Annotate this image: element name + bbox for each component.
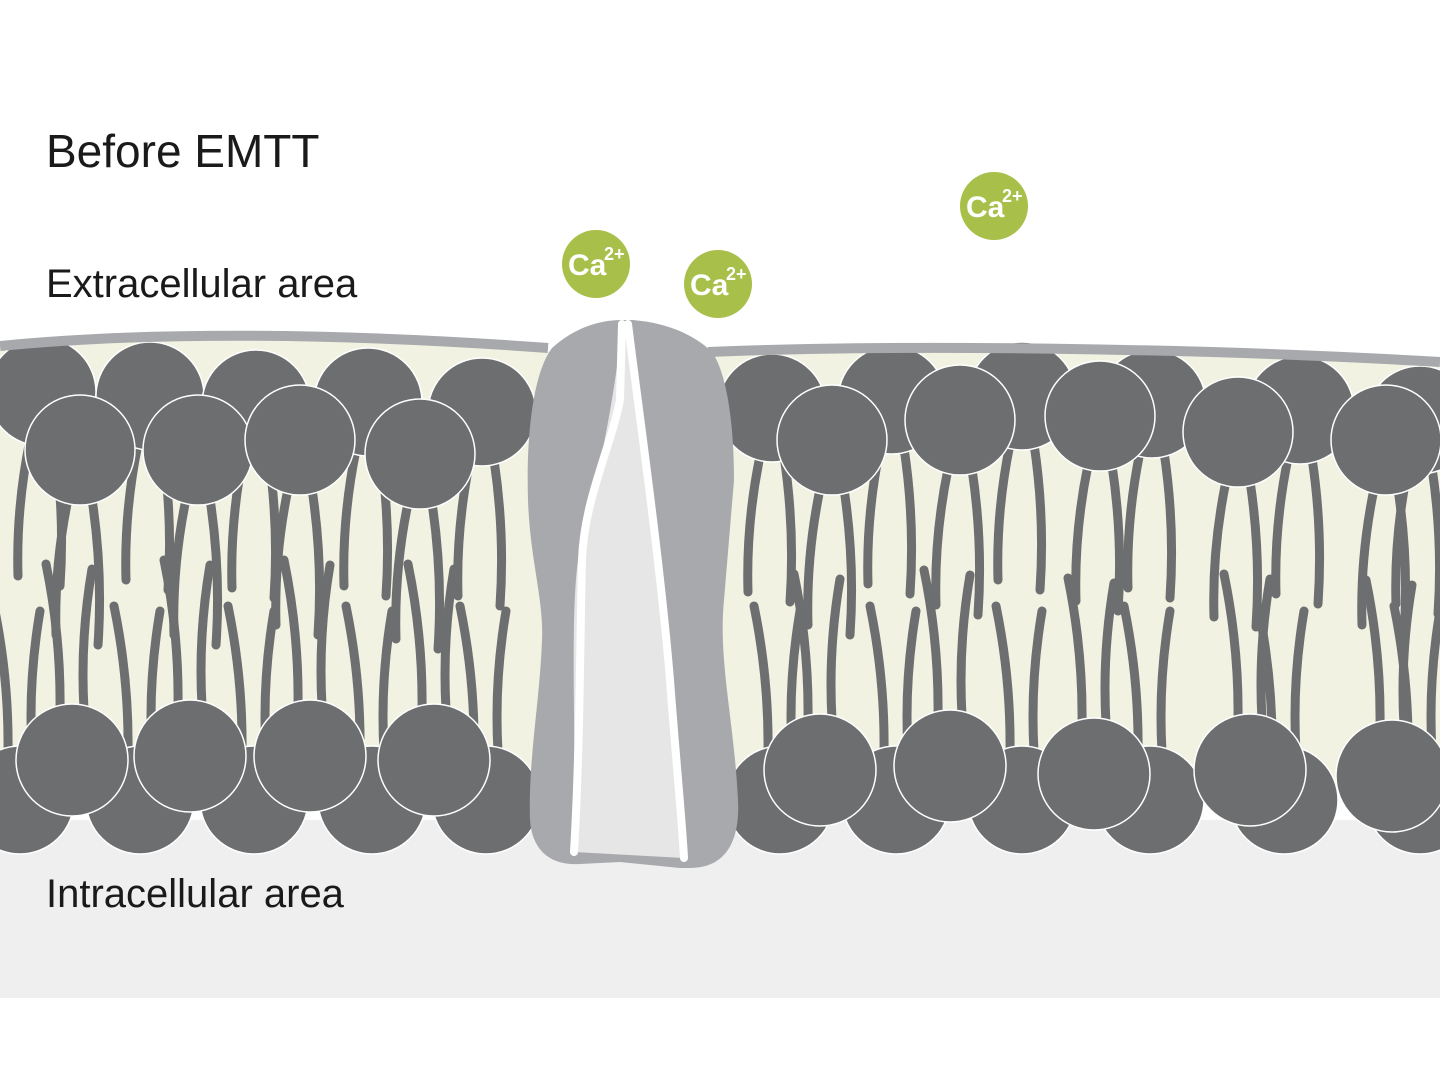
- lipid-tail: [1398, 580, 1417, 731]
- lipid-tail: [109, 601, 133, 757]
- lipid-tail: [1119, 601, 1143, 757]
- lipid-tail: [1123, 447, 1145, 593]
- ion-charge: 2+: [726, 264, 747, 284]
- lipid-tail: [826, 574, 845, 725]
- extracellular-label: Extracellular area: [46, 262, 358, 306]
- lipid-tail: [991, 601, 1015, 757]
- channel-edge-left: [570, 320, 626, 856]
- lipid-head: [904, 364, 1016, 476]
- lipid-tail: [492, 606, 511, 757]
- lipid-tail: [78, 564, 97, 715]
- lipid-tail: [1028, 606, 1047, 757]
- lipid-head: [133, 699, 247, 813]
- lipid-head: [1330, 384, 1440, 496]
- lipid-tail: [205, 494, 223, 650]
- lipid-head: [1335, 719, 1440, 833]
- lipid-tail: [956, 570, 975, 721]
- lipid-tail: [899, 443, 917, 599]
- lipid-tail: [159, 555, 183, 711]
- membrane-surface-line-left: [0, 330, 549, 353]
- calcium-ion: Ca2+: [960, 172, 1028, 240]
- calcium-ions: Ca2+Ca2+Ca2+: [562, 172, 1028, 318]
- lipid-tail: [919, 565, 943, 721]
- lipid-tail: [779, 451, 797, 607]
- lipid-tail: [41, 559, 65, 715]
- lipid-tail: [749, 601, 773, 757]
- lipid-head: [364, 398, 476, 510]
- lipid-tail: [1100, 578, 1119, 729]
- lipid-tail: [391, 498, 413, 644]
- lipid-head: [1037, 717, 1151, 831]
- lipid-tail: [279, 555, 303, 711]
- lipid-tail: [743, 451, 765, 597]
- lipid-head: [253, 699, 367, 813]
- lipid-tail: [1256, 574, 1275, 725]
- lipid-head: [244, 384, 356, 496]
- lipid-head: [893, 709, 1007, 823]
- lipid-tail: [1071, 460, 1093, 606]
- lipid-tail: [931, 464, 953, 610]
- membrane-surface-line-right: [707, 342, 1440, 367]
- ion-channel: [527, 320, 739, 868]
- ion-circle: [960, 172, 1028, 240]
- lipid-tail: [427, 498, 445, 654]
- ion-symbol: Ca: [690, 269, 729, 302]
- lipid-head: [377, 703, 491, 817]
- lipid-tail: [196, 560, 215, 711]
- lipid-tail: [1357, 484, 1379, 630]
- lipid-tail: [1063, 573, 1087, 729]
- lipid-tail: [1156, 606, 1175, 757]
- lipid-tail: [1159, 447, 1177, 603]
- ion-circle: [684, 250, 752, 318]
- lipid-tail: [993, 439, 1015, 585]
- lipid-tail: [1209, 476, 1231, 622]
- lipid-head: [15, 703, 129, 817]
- ion-symbol: Ca: [966, 191, 1005, 224]
- lipid-tail: [967, 464, 985, 620]
- lipid-tail: [1361, 575, 1385, 731]
- lipid-tail: [865, 601, 889, 757]
- lipid-tail: [839, 484, 857, 640]
- intracellular-label: Intracellular area: [46, 872, 344, 916]
- lipid-head: [142, 394, 254, 506]
- lipid-tail: [489, 455, 507, 611]
- lipid-tail: [440, 564, 459, 715]
- lipid-tail: [87, 494, 105, 650]
- ion-symbol: Ca: [568, 249, 607, 282]
- lipid-tail: [1271, 453, 1293, 599]
- lipid-tail: [1219, 569, 1243, 725]
- lipid-head: [763, 713, 877, 827]
- lipid-tail: [403, 559, 427, 715]
- lipid-tail: [1029, 439, 1047, 595]
- lipid-tail: [1427, 463, 1440, 619]
- lipid-tail: [789, 569, 813, 725]
- calcium-ion: Ca2+: [562, 230, 630, 298]
- lipid-head: [1044, 360, 1156, 472]
- lipid-tail: [803, 484, 825, 630]
- lipid-head: [1182, 376, 1294, 488]
- lipid-tails: [0, 435, 1440, 757]
- channel-edge-right: [624, 320, 688, 862]
- lipid-head: [776, 384, 888, 496]
- lipid-tail: [339, 445, 361, 591]
- ion-circle: [562, 230, 630, 298]
- lipid-head: [1193, 713, 1307, 827]
- lipid-heads-front-row: [15, 360, 1440, 833]
- ion-charge: 2+: [604, 244, 625, 264]
- calcium-ion: Ca2+: [684, 250, 752, 318]
- lipid-head: [24, 394, 136, 506]
- ion-charge: 2+: [1002, 186, 1023, 206]
- diagram-title: Before EMTT: [46, 125, 320, 177]
- lipid-tail: [1107, 460, 1125, 616]
- lipid-tail: [121, 439, 143, 585]
- lipid-tail: [1307, 453, 1325, 609]
- lipid-tail: [316, 560, 335, 711]
- lipid-tail: [0, 613, 13, 757]
